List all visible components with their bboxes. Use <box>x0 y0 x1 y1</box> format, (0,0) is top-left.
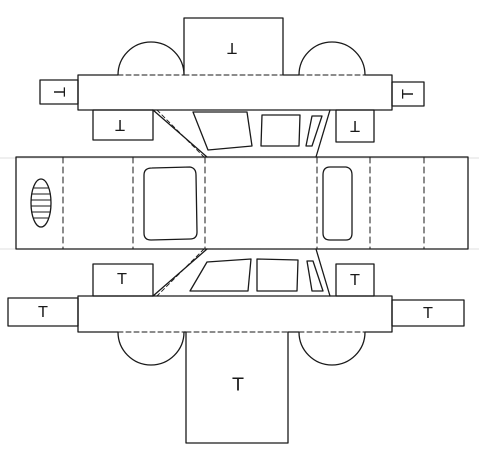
window-front-bottom <box>189 258 252 292</box>
center-band <box>15 156 469 250</box>
tab-label-bottom-right-end: T <box>422 304 433 322</box>
tab-top-left-end <box>39 79 79 105</box>
window-middle-top <box>260 114 301 147</box>
tab-label-top-right-lower: T <box>350 117 361 135</box>
window-front-top <box>192 111 253 151</box>
lower-window-panel <box>152 248 331 297</box>
tab-label-bottom-roof: T <box>232 375 245 396</box>
bottom-side-panel <box>77 295 393 444</box>
window-rear-top <box>305 115 323 147</box>
rear-window <box>322 166 353 241</box>
tab-top-left-lower <box>92 109 154 141</box>
tab-top-right-end <box>391 81 425 107</box>
tab-label-top-roof: T <box>227 39 238 57</box>
tab-label-bottom-left-end: T <box>37 303 48 321</box>
tab-top-right-lower <box>335 109 375 143</box>
upper-window-panel <box>152 109 331 158</box>
tab-label-bottom-left-upper: T <box>116 270 127 288</box>
window-middle-bottom <box>256 258 299 292</box>
tab-label-top-left-end: T <box>50 86 68 97</box>
top-side-panel <box>77 17 393 111</box>
windshield-window <box>143 166 198 241</box>
grille-icon <box>30 178 52 228</box>
tab-label-bottom-right-upper: T <box>349 271 360 289</box>
tab-label-top-left-lower: T <box>115 116 126 134</box>
tab-label-top-right-end: T <box>399 89 417 100</box>
window-rear-bottom <box>306 260 324 292</box>
